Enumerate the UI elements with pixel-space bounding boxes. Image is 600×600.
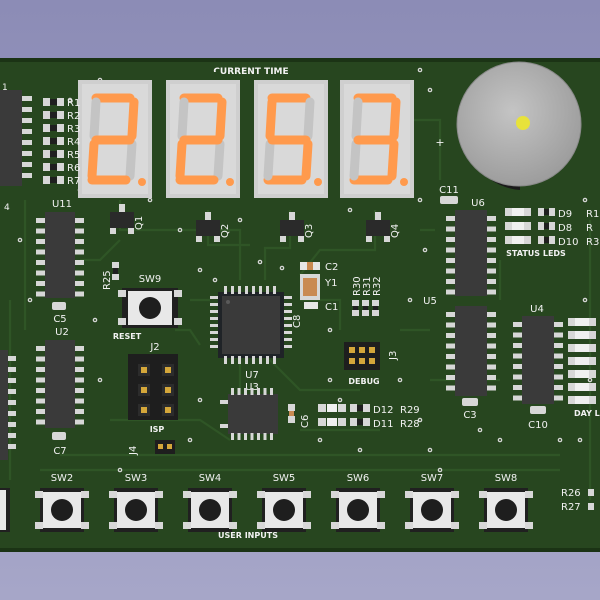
ref-u3: U3 — [245, 382, 259, 393]
ref-r: R — [586, 223, 593, 234]
ref-r30: R30 — [352, 276, 363, 296]
ref-q3: Q3 — [304, 224, 315, 238]
resistor-r25: R25 — [102, 262, 119, 290]
ref-sw9: SW9 — [139, 274, 162, 285]
crystal-y1: C2 Y1 C1 C8 — [292, 262, 338, 328]
digit-display — [166, 80, 240, 198]
header-j3-debug: J3 DEBUG — [344, 342, 399, 386]
buzzer-ls: LS + — [435, 61, 582, 190]
digit-display — [254, 80, 328, 198]
ref-j3: J3 — [388, 351, 399, 361]
ref-r1: R1 — [67, 98, 80, 109]
ref-r29: R29 — [400, 405, 420, 416]
ref-sw4: SW4 — [199, 473, 222, 484]
ref-c3: C3 — [463, 410, 476, 421]
resistors-r26-r27: R26 R27 — [561, 488, 594, 513]
ic-left-partial: 1 4 — [0, 83, 32, 213]
ref-j4: J4 — [128, 446, 139, 456]
ref-sw6: SW6 — [347, 473, 370, 484]
ref-q4: Q4 — [390, 224, 401, 238]
ref-r5: R5 — [67, 150, 80, 161]
ref-sw2: SW2 — [51, 473, 74, 484]
label-plus: + — [435, 136, 444, 149]
ref-d11: D11 — [373, 419, 393, 430]
ic-left-lower-partial — [0, 350, 16, 460]
header-j2-isp: J2 ISP — [128, 342, 178, 434]
ref-sw8: SW8 — [495, 473, 518, 484]
ref-r3: R3 — [586, 237, 599, 248]
ic-u5: U5 C3 — [423, 296, 496, 421]
ref-r4: R4 — [67, 137, 80, 148]
ref-r32: R32 — [372, 276, 383, 296]
ref-c6: C6 — [300, 415, 311, 428]
ref-r31: R31 — [362, 276, 373, 296]
ref-u6: U6 — [471, 198, 485, 209]
ref-u5: U5 — [423, 296, 437, 307]
ic-u3: U3 — [220, 382, 278, 440]
ic-u6: C11 U6 — [439, 185, 496, 296]
label-day-leds: DAY L — [574, 409, 600, 418]
ref-j2: J2 — [149, 342, 159, 353]
ref-d9: D9 — [558, 209, 572, 220]
day-leds — [568, 318, 596, 404]
svg-text:4: 4 — [4, 203, 10, 213]
ref-c7: C7 — [53, 446, 66, 457]
ref-sw7: SW7 — [421, 473, 444, 484]
switch-sw9-reset: SW9 RESET — [113, 274, 182, 341]
ref-sw5: SW5 — [273, 473, 296, 484]
ref-c5: C5 — [53, 314, 66, 325]
ic-u11: U11 C5 — [36, 199, 84, 325]
ref-d10: D10 — [558, 237, 578, 248]
jumper-j4: J4 — [128, 440, 175, 456]
ref-r2: R2 — [67, 111, 80, 122]
ref-c10: C10 — [528, 420, 548, 431]
ref-u11: U11 — [52, 199, 72, 210]
ref-d8: D8 — [558, 223, 572, 234]
ref-r6: R6 — [67, 163, 80, 174]
ref-r1: R1 — [586, 209, 599, 220]
ic-u2: U2 C7 — [36, 327, 84, 457]
label-current-time: CURRENT TIME — [213, 67, 288, 77]
ref-c2: C2 — [325, 262, 338, 273]
label-isp: ISP — [150, 425, 165, 434]
ref-sw3: SW3 — [125, 473, 148, 484]
ref-r7: R7 — [67, 176, 80, 187]
label-reset: RESET — [113, 332, 142, 341]
svg-text:1: 1 — [2, 83, 8, 93]
ref-u4: U4 — [530, 304, 544, 315]
ref-u2: U2 — [55, 327, 69, 338]
ref-r28: R28 — [400, 419, 420, 430]
ref-r27: R27 — [561, 502, 581, 513]
ref-u7: U7 — [245, 370, 259, 381]
digit-display — [78, 80, 152, 198]
ref-r25: R25 — [102, 270, 113, 290]
ref-q1: Q1 — [134, 216, 145, 230]
ic-u7-mcu: U7 — [210, 286, 292, 381]
digit-display — [340, 80, 414, 198]
ref-c8: C8 — [292, 315, 303, 328]
ref-y1: Y1 — [324, 278, 337, 289]
user-input-switches: SW2 SW3 SW4 SW5 SW6 SW7 SW8 — [0, 473, 533, 532]
ref-c11: C11 — [439, 185, 459, 196]
ref-r3: R3 — [67, 124, 80, 135]
ref-c1: C1 — [325, 302, 338, 313]
ic-u4: U4 C10 — [513, 304, 563, 431]
seven-segment-displays — [78, 72, 414, 198]
label-debug: DEBUG — [348, 377, 379, 386]
ref-d12: D12 — [373, 405, 393, 416]
label-status-leds: STATUS LEDS — [506, 249, 566, 258]
ref-r26: R26 — [561, 488, 581, 499]
ref-q2: Q2 — [220, 224, 231, 238]
capacitor-c6: C6 — [288, 404, 311, 428]
label-user-inputs: USER INPUTS — [218, 531, 278, 540]
